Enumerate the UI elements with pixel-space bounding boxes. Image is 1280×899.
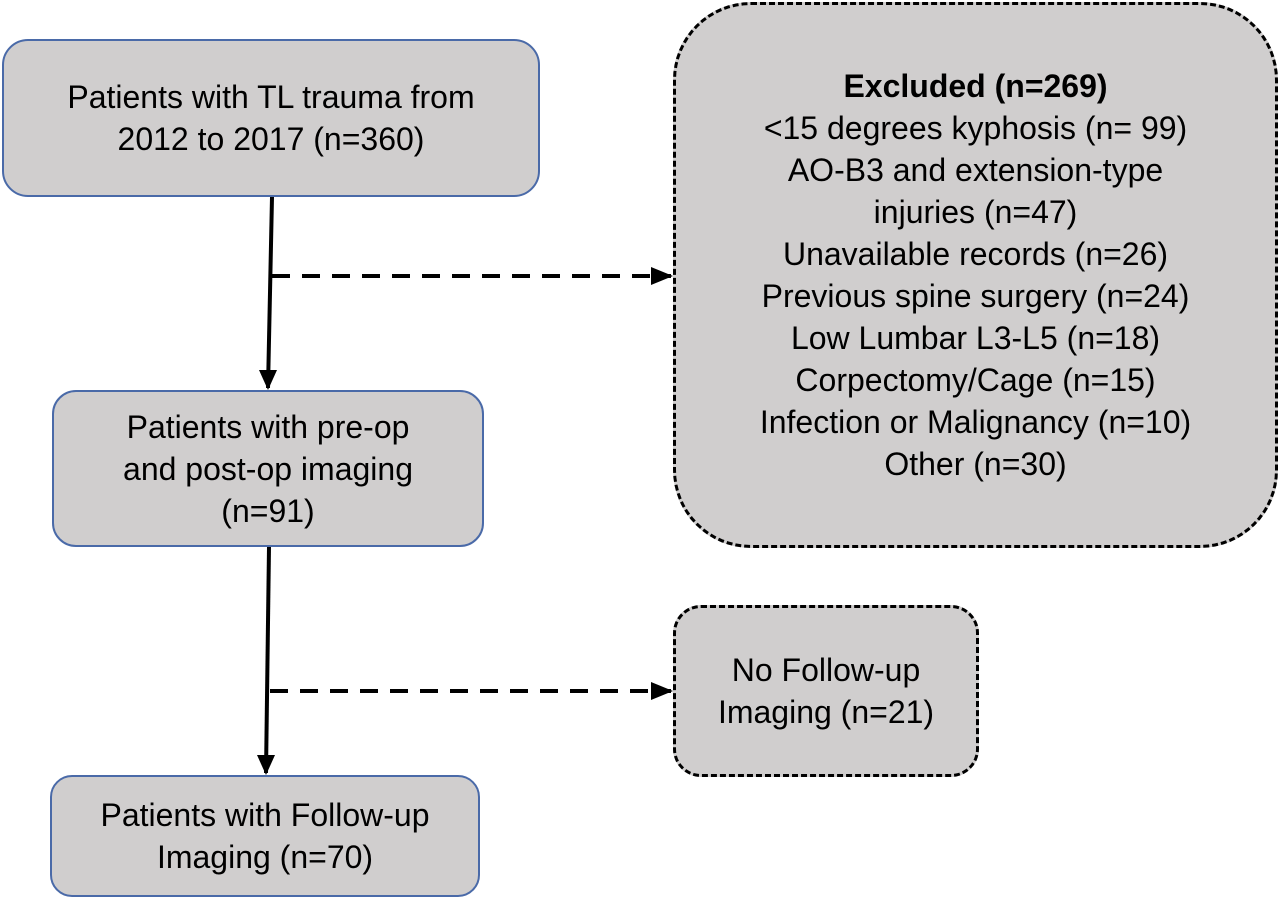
box-text-line: Imaging (n=21) xyxy=(717,694,935,730)
excluded-title: Excluded (n=269) xyxy=(843,68,1108,104)
excluded-reason: Unavailable records (n=26) xyxy=(782,236,1169,272)
box-text-line: Imaging (n=70) xyxy=(156,839,374,875)
excluded-reason: Previous spine surgery (n=24) xyxy=(761,278,1190,314)
excluded-reason: <15 degrees kyphosis (n= 99) xyxy=(763,110,1188,146)
box-patients-pre-post-op-imaging: Patients with pre-op and post-op imaging… xyxy=(52,390,484,547)
box-excluded: Excluded (n=269) <15 degrees kyphosis (n… xyxy=(673,2,1278,548)
box-text-line: 2012 to 2017 (n=360) xyxy=(117,121,425,157)
box-no-follow-up-imaging: No Follow-up Imaging (n=21) xyxy=(673,605,979,777)
excluded-reason: Other (n=30) xyxy=(884,446,1067,482)
excluded-reason: injuries (n=47) xyxy=(873,194,1078,230)
box-text-line: Patients with pre-op xyxy=(126,408,410,445)
box-text-line: Patients with TL trauma from xyxy=(67,79,475,115)
box-text-line: (n=91) xyxy=(221,492,315,529)
excluded-reason: Infection or Malignancy (n=10) xyxy=(759,404,1192,440)
box-text-line: Patients with Follow-up xyxy=(100,797,430,833)
excluded-reason: Corpectomy/Cage (n=15) xyxy=(795,362,1156,398)
box-patients-follow-up-imaging: Patients with Follow-up Imaging (n=70) xyxy=(50,775,480,897)
excluded-reason: Low Lumbar L3-L5 (n=18) xyxy=(790,320,1161,356)
excluded-reason: AO-B3 and extension-type xyxy=(787,152,1164,188)
box-text-line: and post-op imaging xyxy=(123,450,413,487)
arrow-start-to-imaging xyxy=(259,196,277,390)
arrow-imaging-to-final xyxy=(257,546,275,775)
box-text-line: No Follow-up xyxy=(731,652,921,688)
box-patients-tl-trauma: Patients with TL trauma from 2012 to 201… xyxy=(2,39,540,197)
